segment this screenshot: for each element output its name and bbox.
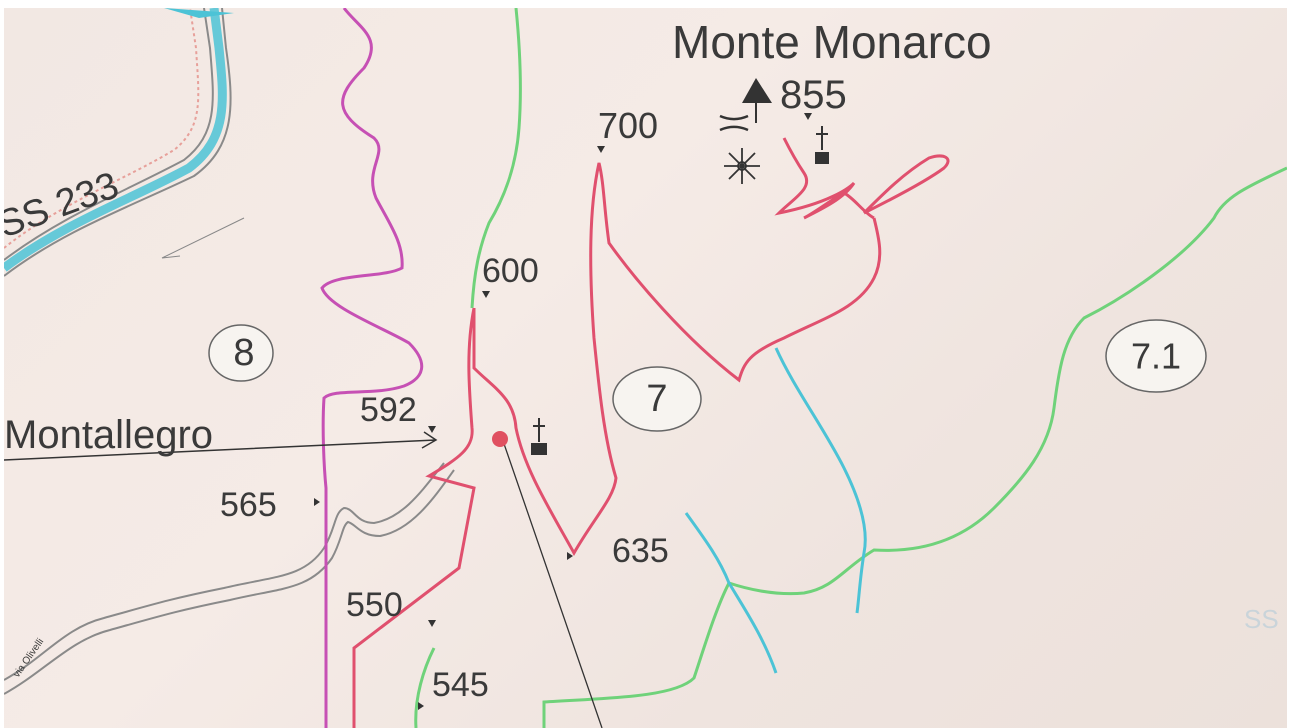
elevation-565: 565: [220, 486, 320, 524]
peak-elevation: 855: [780, 73, 847, 117]
route-badge-7-1[interactable]: 7.1: [1105, 319, 1207, 393]
svg-text:550: 550: [346, 586, 403, 624]
elevation-635: 635: [567, 532, 669, 570]
trail-red: [352, 137, 950, 728]
road-arrow: [161, 217, 245, 259]
svg-text:635: 635: [612, 532, 669, 570]
main-road: [4, 8, 234, 277]
elevation-700: 700: [597, 105, 658, 153]
svg-text:592: 592: [360, 391, 417, 429]
small-road-label: via Olivelli: [11, 637, 46, 680]
stream-cyan: [684, 347, 867, 674]
svg-text:7: 7: [646, 378, 667, 420]
faint-label: SS: [1244, 604, 1279, 634]
pass-icon: [719, 114, 749, 132]
church-icon: [531, 418, 547, 455]
svg-text:565: 565: [220, 486, 277, 524]
elevation-545: 545: [418, 666, 489, 710]
church-icon: [815, 126, 829, 164]
elevation-550: 550: [346, 586, 436, 627]
peak-triangle-icon: [742, 78, 772, 103]
svg-text:600: 600: [482, 252, 539, 290]
svg-text:7.1: 7.1: [1131, 336, 1181, 377]
montallegro-arrow: [4, 431, 438, 461]
map-canvas: 8 7 7.1 Monte Monarco 855 700 600: [4, 8, 1287, 728]
map-view[interactable]: 8 7 7.1 Monte Monarco 855 700 600: [4, 8, 1287, 728]
elevation-592: 592: [360, 391, 436, 433]
village-label: Montallegro: [4, 413, 213, 457]
small-road: [4, 462, 455, 695]
stream-green-south: [414, 647, 436, 728]
location-dot-icon[interactable]: [492, 431, 508, 447]
trail-magenta: [320, 8, 424, 728]
svg-text:700: 700: [598, 105, 658, 146]
viewpoint-icon: [724, 148, 760, 184]
peak-name: Monte Monarco: [672, 16, 992, 68]
stream-green-east: [542, 166, 1287, 728]
svg-text:545: 545: [432, 666, 489, 704]
stream-green-north: [470, 8, 522, 309]
route-badge-7[interactable]: 7: [612, 366, 702, 432]
svg-text:8: 8: [233, 332, 254, 374]
pointer-line: [501, 437, 603, 728]
elevation-600: 600: [482, 252, 539, 298]
route-badge-8[interactable]: 8: [208, 324, 274, 382]
